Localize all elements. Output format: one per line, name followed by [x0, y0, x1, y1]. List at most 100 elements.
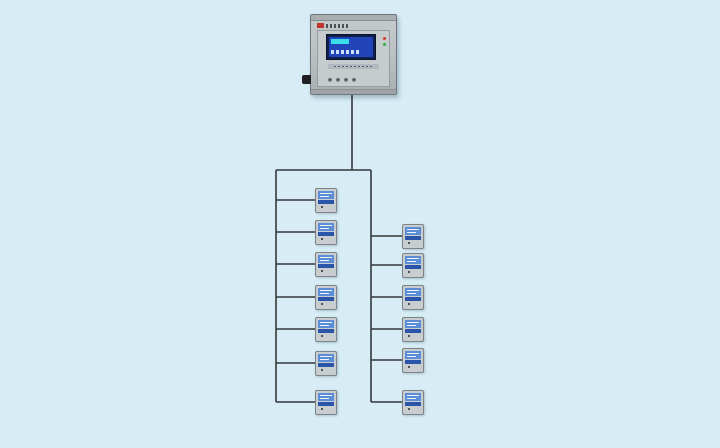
detector-base — [318, 406, 334, 411]
detector-label — [318, 254, 334, 263]
detector-label — [405, 226, 421, 235]
detector-indicator-dot — [408, 270, 410, 273]
detector-base — [405, 333, 421, 338]
detector-label-line — [320, 195, 329, 197]
detector-label — [405, 287, 421, 296]
display-readout — [331, 39, 349, 44]
detector-display — [318, 362, 334, 367]
detector-indicator-dot — [408, 302, 410, 305]
detector-display — [405, 328, 421, 333]
detector-base — [318, 301, 334, 306]
detector-label-line — [407, 289, 419, 291]
controller-top-strip — [311, 15, 396, 21]
detector-label — [318, 222, 334, 231]
detector-label-line — [407, 260, 416, 262]
side-buzzer — [302, 75, 311, 84]
detector-indicator-dot — [321, 269, 323, 272]
detector-display — [405, 264, 421, 269]
detector-base — [405, 301, 421, 306]
detector-indicator-dot — [321, 205, 323, 208]
detector-label — [405, 350, 421, 359]
detector-label-line — [320, 227, 329, 229]
detector-label — [318, 287, 334, 296]
detector-unit — [315, 350, 337, 376]
detector-unit — [315, 284, 337, 310]
detector-label-line — [320, 358, 329, 360]
detector-label-line — [320, 292, 329, 294]
detector-display — [318, 231, 334, 236]
detector-base — [405, 269, 421, 274]
logo-mark-icon — [317, 23, 324, 28]
detector-label — [318, 353, 334, 362]
detector-unit — [315, 251, 337, 277]
panel-button — [352, 78, 356, 82]
detector-label — [318, 392, 334, 401]
detector-display — [405, 401, 421, 406]
detector-label-line — [320, 256, 332, 258]
controller-unit — [302, 14, 397, 95]
detector-base — [405, 364, 421, 369]
detector-label-line — [407, 394, 419, 396]
detector-base — [318, 268, 334, 273]
model-label-strip — [328, 64, 379, 69]
detector-indicator-dot — [321, 407, 323, 410]
detector-label-line — [320, 289, 332, 291]
detector-display — [318, 328, 334, 333]
detector-unit — [402, 284, 424, 310]
detector-label-line — [407, 292, 416, 294]
control-buttons — [328, 78, 356, 82]
detector-indicator-dot — [321, 334, 323, 337]
detector-base — [318, 333, 334, 338]
detector-unit — [315, 219, 337, 245]
display-digits — [331, 50, 361, 54]
detector-label-line — [407, 321, 419, 323]
detector-display — [318, 401, 334, 406]
display-screen — [329, 37, 373, 57]
detector-label-line — [320, 321, 332, 323]
detector-indicator-dot — [408, 407, 410, 410]
detector-label — [405, 392, 421, 401]
detector-unit — [315, 316, 337, 342]
detector-unit — [315, 389, 337, 415]
detector-indicator-dot — [408, 365, 410, 368]
detector-label-line — [407, 257, 419, 259]
detector-label-line — [320, 224, 332, 226]
detector-label-line — [320, 394, 332, 396]
detector-indicator-dot — [321, 368, 323, 371]
status-leds — [383, 37, 386, 46]
detector-label-line — [320, 324, 329, 326]
alarm-led — [383, 37, 386, 40]
detector-label-line — [320, 355, 332, 357]
controller-display — [326, 34, 376, 60]
detector-label — [318, 190, 334, 199]
detector-label-line — [320, 192, 332, 194]
detector-base — [405, 406, 421, 411]
detector-base — [318, 367, 334, 372]
power-led — [383, 43, 386, 46]
detector-unit — [402, 316, 424, 342]
logo-text — [326, 24, 348, 28]
detector-indicator-dot — [408, 241, 410, 244]
detector-display — [405, 359, 421, 364]
brand-logo — [317, 23, 348, 28]
detector-base — [318, 204, 334, 209]
detector-label-line — [320, 259, 329, 261]
detector-display — [405, 235, 421, 240]
detector-label — [405, 319, 421, 328]
detector-unit — [315, 187, 337, 213]
detector-label-line — [407, 397, 416, 399]
detector-label-line — [407, 352, 419, 354]
detector-unit — [402, 252, 424, 278]
detector-label — [405, 255, 421, 264]
detector-label-line — [407, 228, 419, 230]
controller-front-panel — [317, 30, 390, 87]
detector-unit — [402, 389, 424, 415]
detector-display — [318, 199, 334, 204]
detector-base — [318, 236, 334, 241]
detector-display — [318, 296, 334, 301]
detector-display — [405, 296, 421, 301]
controller-bottom-strip — [311, 89, 396, 94]
detector-label — [318, 319, 334, 328]
